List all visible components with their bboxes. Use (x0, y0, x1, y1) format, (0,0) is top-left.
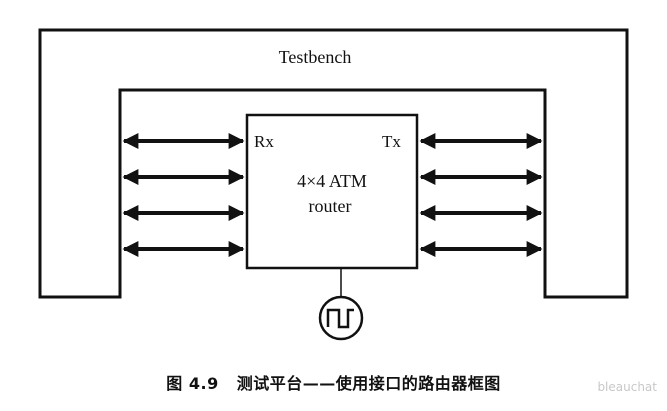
router-title-line2: router (309, 196, 352, 216)
router-title-line1: 4×4 ATM (297, 171, 367, 191)
figure-number: 图 4.9 (166, 374, 219, 393)
router-box (245, 113, 419, 270)
rx-label: Rx (254, 132, 274, 151)
watermark: bleauchat (597, 380, 657, 394)
figure-caption: 图 4.9 测试平台——使用接口的路由器框图 (0, 370, 667, 394)
right-port-arrows (419, 133, 543, 257)
left-port-arrows (122, 133, 245, 257)
square-wave-clock-icon (318, 295, 364, 341)
testbench-label: Testbench (279, 47, 352, 67)
testbench-frame (38, 28, 629, 299)
figure-caption-text: 测试平台——使用接口的路由器框图 (236, 374, 501, 393)
tx-label: Tx (382, 132, 401, 151)
testbench-diagram: Testbench Rx Tx 4×4 ATM router (38, 28, 629, 341)
